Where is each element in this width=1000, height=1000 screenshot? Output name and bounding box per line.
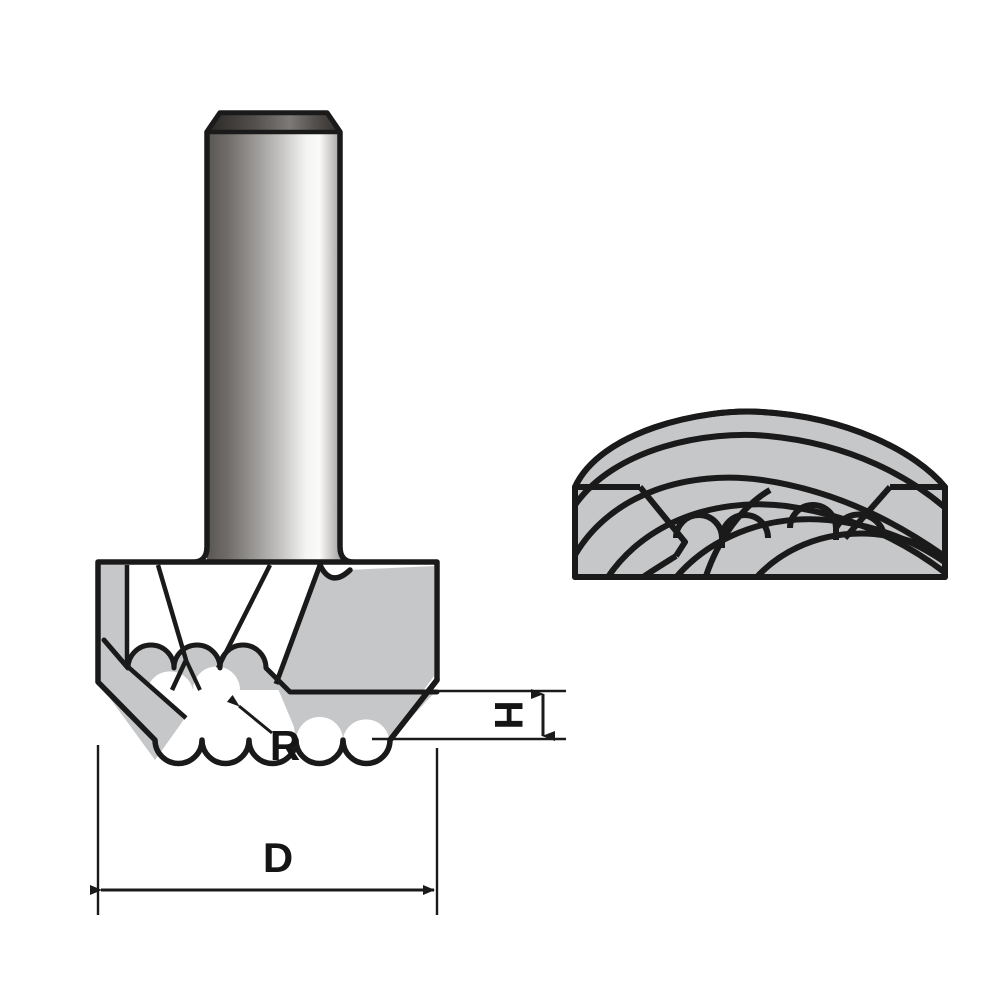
dimension-height-group: H: [372, 689, 566, 741]
cutter-body-group: [95, 546, 440, 767]
height-dimension-label: H: [486, 701, 530, 730]
shank-body-fillet-right: [337, 546, 356, 565]
radius-leader-line: [226, 694, 273, 735]
profile-arc-outer: [575, 431, 945, 515]
cutter-rear-bead-crest-line: [101, 637, 440, 695]
profile-bead-scallop-2: [719, 512, 771, 539]
profile-center-sweep: [703, 487, 772, 577]
shank-body-fillet-left: [191, 546, 210, 565]
diameter-dimension-label: D: [263, 834, 293, 881]
cutter-body-outline: [95, 559, 440, 767]
profile-left-diagonal-edge: [637, 485, 688, 558]
profile-inner-detail: [575, 431, 945, 577]
cutter-flute-sweep-right: [273, 564, 323, 685]
shank-top-chamfer: [204, 110, 343, 135]
cutter-left-land-lower-edge: [125, 664, 188, 720]
shank-group: [187, 110, 360, 568]
cutter-left-land-notch: [184, 659, 202, 691]
profile-center-sweep-b: [624, 553, 678, 577]
profile-arc-fifth: [737, 530, 945, 577]
cutter-leading-edge: [317, 562, 353, 581]
profile-arc-third: [597, 501, 945, 577]
dimension-diameter-group: D: [90, 745, 439, 915]
profile-outer-shape-stroke-top: [572, 408, 948, 580]
radius-dimension-label: R: [270, 722, 300, 769]
profile-bead-scallop-3: [787, 502, 839, 529]
profile-cross-section-group: [572, 408, 948, 580]
shank-barrel: [192, 113, 355, 568]
dimension-radius-group: R: [226, 694, 300, 769]
cutter-flute-sweep-left: [215, 563, 273, 670]
cutter-left-flank-shading: [98, 565, 185, 760]
profile-right-diagonal-edge: [842, 485, 893, 540]
profile-arc-second: [575, 474, 945, 563]
